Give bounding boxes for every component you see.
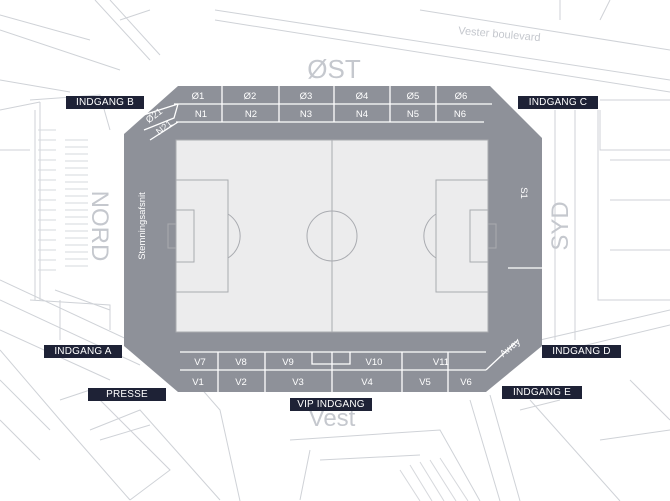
section-v8: V8 <box>235 357 247 368</box>
section-o2: Ø2 <box>244 91 257 102</box>
entrance-e-label: INDGANG E <box>502 386 582 399</box>
section-v3: V3 <box>292 377 304 388</box>
section-o3: Ø3 <box>300 91 313 102</box>
section-n3: N3 <box>300 109 312 120</box>
section-stemningsafsnit: Stemningsafsnit <box>137 192 148 260</box>
section-v1: V1 <box>192 377 204 388</box>
section-o6: Ø6 <box>455 91 468 102</box>
section-v9: V9 <box>282 357 294 368</box>
entrance-c-label: INDGANG C <box>518 96 598 109</box>
compass-north: NORD <box>86 191 113 262</box>
section-v5: V5 <box>419 377 431 388</box>
entrance-a-label: INDGANG A <box>44 345 122 358</box>
section-s1: S1 <box>518 187 529 199</box>
section-o5: Ø5 <box>407 91 420 102</box>
pitch-markings <box>167 140 497 332</box>
press-label: PRESSE <box>88 388 166 401</box>
compass-east: ØST <box>307 54 361 84</box>
compass-south: SYD <box>547 201 574 250</box>
section-o4: Ø4 <box>356 91 369 102</box>
section-n2: N2 <box>245 109 257 120</box>
section-v10: V10 <box>366 357 383 368</box>
section-n4: N4 <box>356 109 368 120</box>
section-n1: N1 <box>195 109 207 120</box>
section-n6: N6 <box>454 109 466 120</box>
section-v11: V11 <box>433 357 449 368</box>
section-v6: V6 <box>460 377 472 388</box>
entrance-d-label: INDGANG D <box>542 345 621 358</box>
vip-entrance-label: VIP INDGANG <box>290 398 372 411</box>
parking-lines <box>38 129 469 501</box>
section-n5: N5 <box>407 109 419 120</box>
section-v4: V4 <box>361 377 373 388</box>
section-v2: V2 <box>235 377 247 388</box>
section-v7: V7 <box>194 357 206 368</box>
section-o1: Ø1 <box>192 91 205 102</box>
street-name: Vester boulevard <box>458 25 541 44</box>
entrance-b-label: INDGANG B <box>66 96 144 109</box>
section-dividers <box>133 86 542 392</box>
